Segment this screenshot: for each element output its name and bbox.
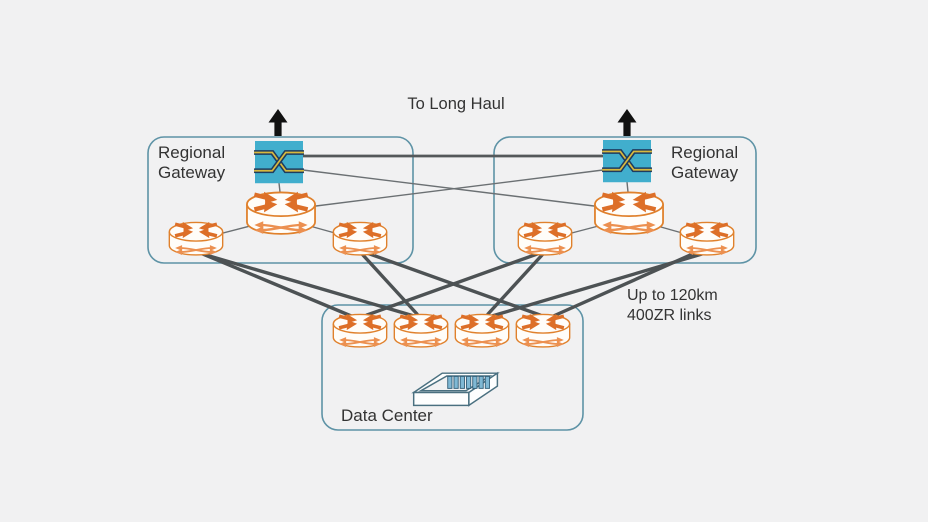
link-annotation: Up to 120km 400ZR links	[627, 286, 718, 325]
router-icon-gateway-core-left	[247, 192, 315, 234]
regional-gateway-label-right: Regional Gateway	[671, 143, 739, 183]
link-annotation-line2: 400ZR links	[627, 306, 712, 324]
regional-gateway-box-right	[493, 136, 757, 264]
router-icon-datacenter	[392, 312, 450, 349]
router-icon-gateway-leaf	[331, 220, 389, 257]
regional-gateway-box-left	[147, 136, 414, 264]
to-long-haul-label: To Long Haul	[407, 95, 505, 113]
optical-cross-connect-icon-right	[602, 140, 652, 182]
data-center-box	[321, 304, 584, 431]
server-chassis-icon	[412, 372, 499, 407]
oxc-cross-link	[307, 169, 604, 208]
router-icon-datacenter	[453, 312, 511, 349]
router-icon-gateway-leaf	[516, 220, 574, 257]
long-haul-arrow-right	[617, 109, 637, 136]
optical-cross-connect-icon-left	[254, 141, 304, 183]
router-icon-gateway-leaf	[678, 220, 736, 257]
regional-gateway-label-left: Regional Gateway	[158, 143, 226, 183]
long-haul-arrow-left	[268, 109, 288, 136]
data-center-label: Data Center	[341, 406, 433, 425]
router-icon-gateway-core-right	[595, 192, 663, 234]
router-icon-gateway-leaf	[167, 220, 225, 257]
router-icon-datacenter	[331, 312, 389, 349]
400zr-links	[196, 250, 704, 320]
router-icon-datacenter	[514, 312, 572, 349]
link-annotation-line1: Up to 120km	[627, 287, 718, 304]
